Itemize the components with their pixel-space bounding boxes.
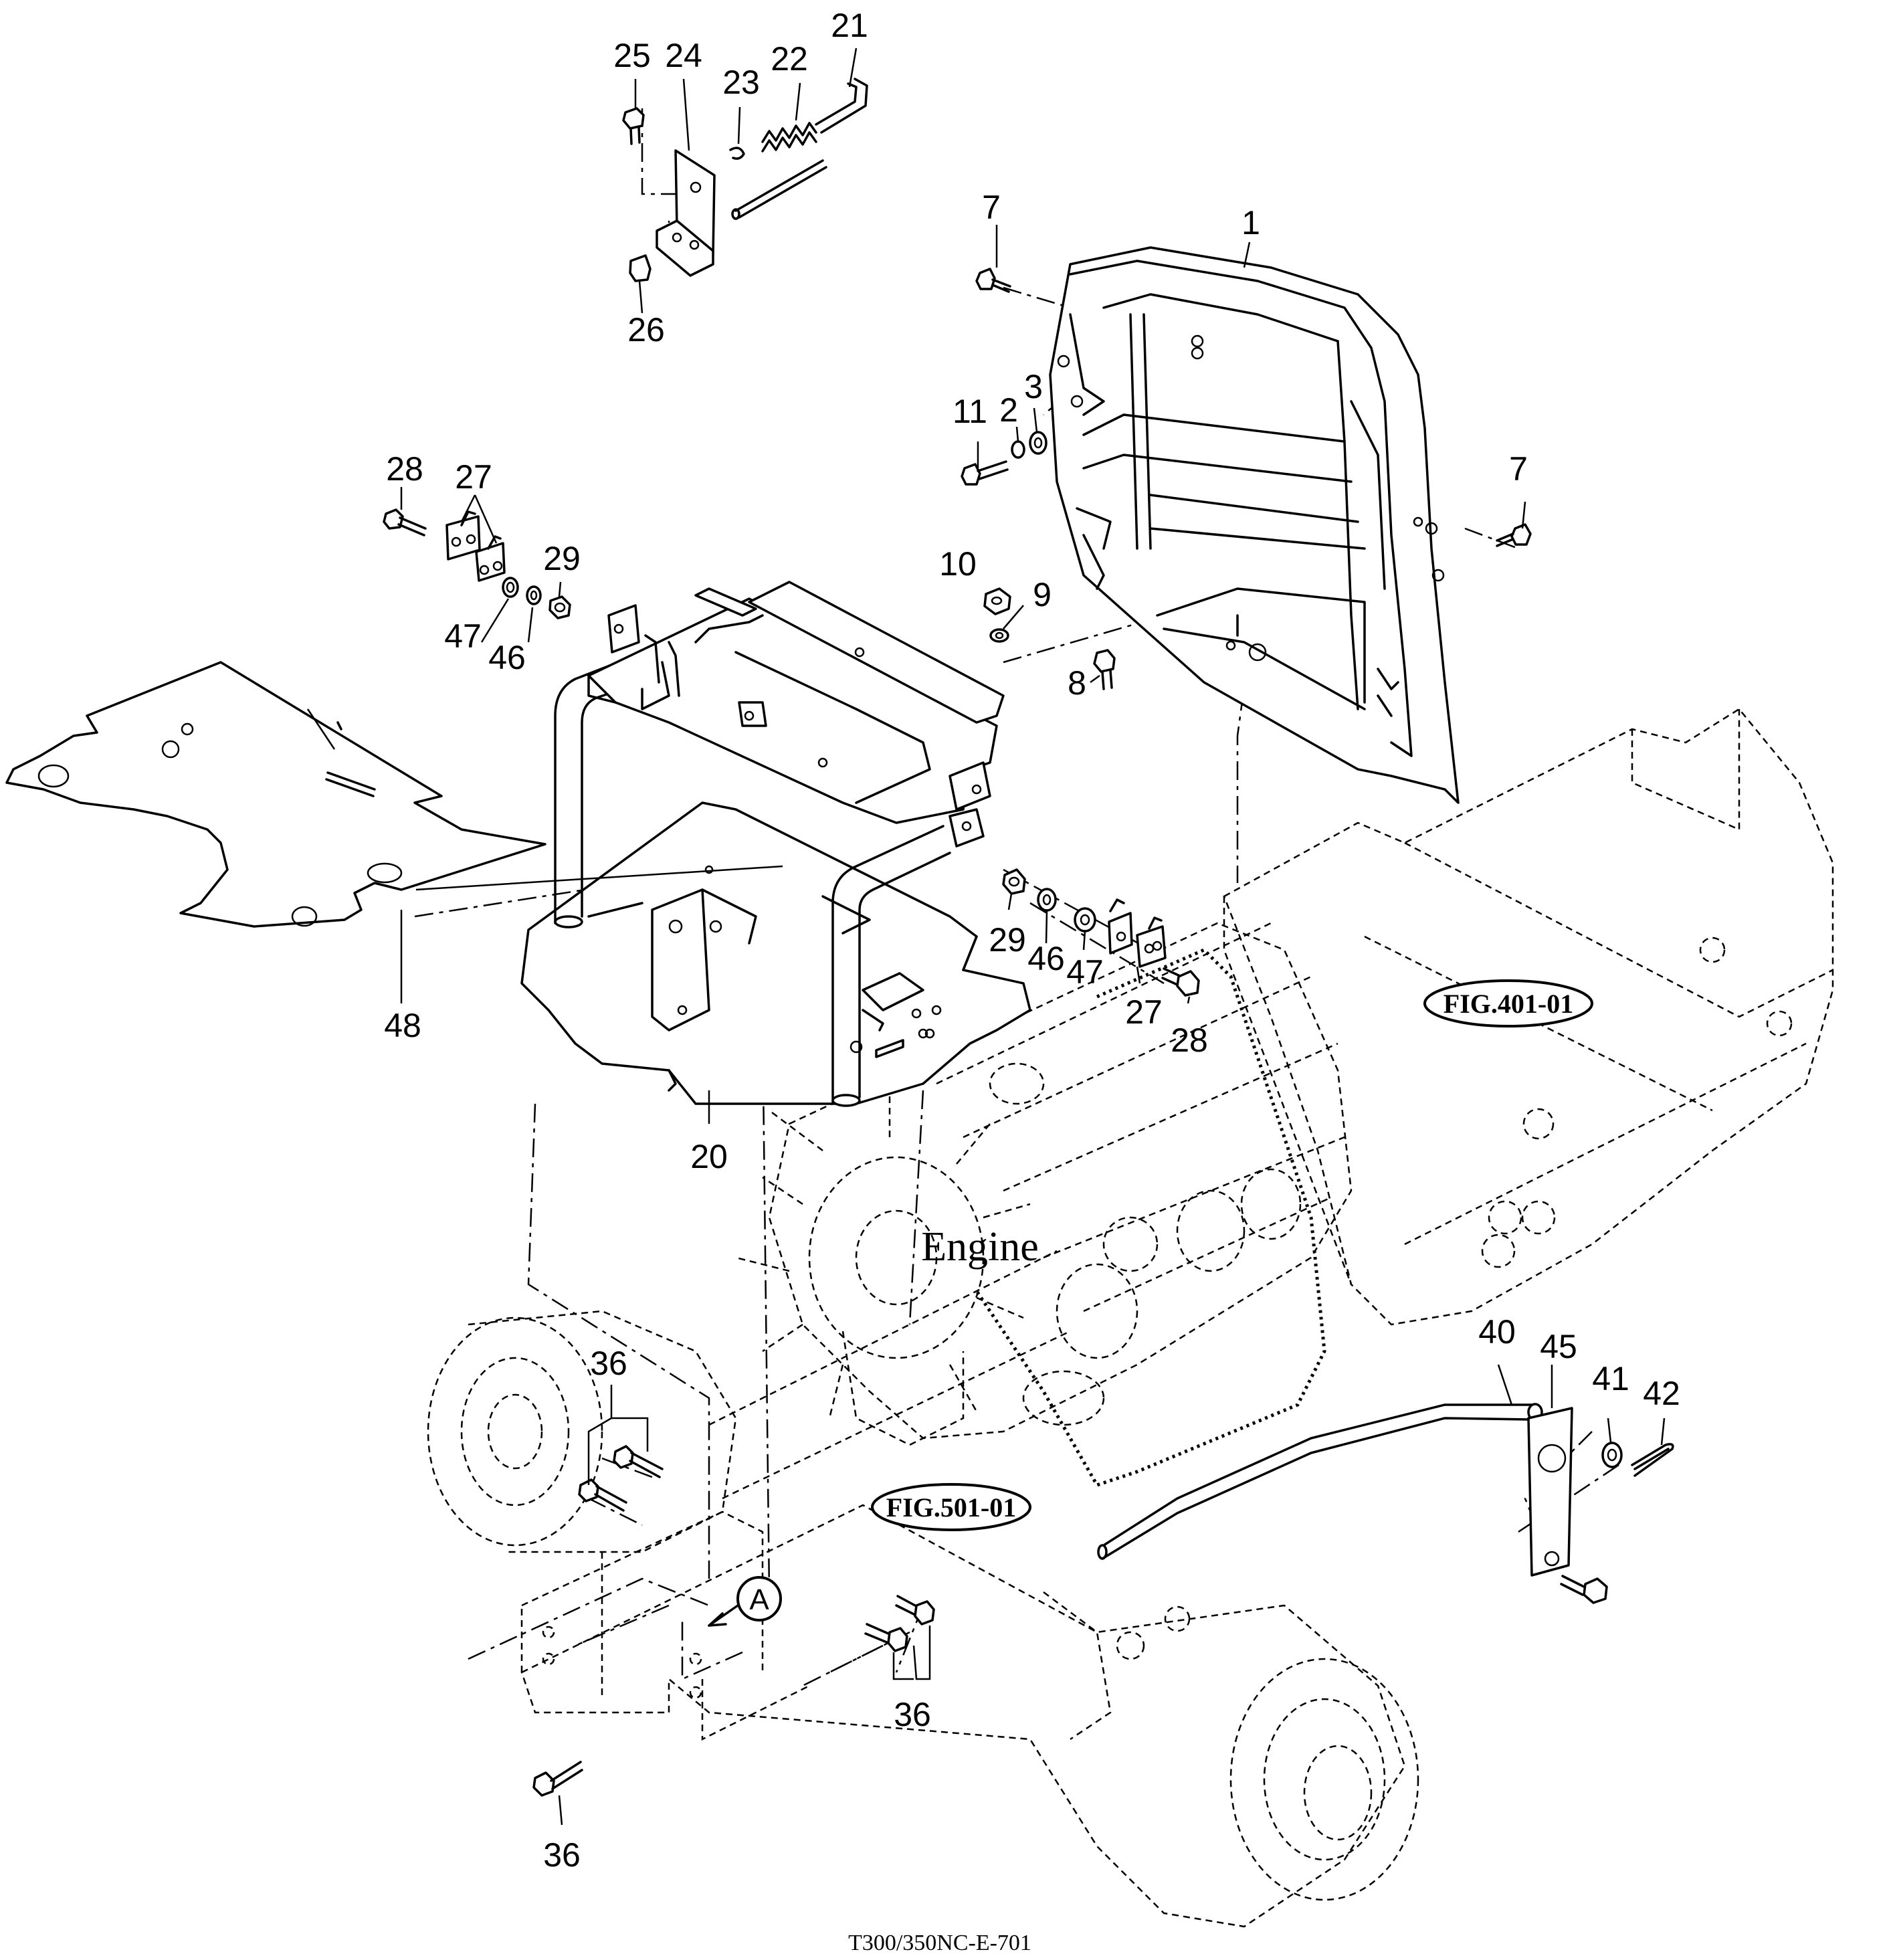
part-11-bolt — [961, 460, 1009, 486]
part-28-bolt-left — [383, 508, 427, 536]
part-36-bolt-left-upper — [613, 1445, 664, 1478]
callout-7-upper: 7 — [982, 189, 1001, 226]
part-28-bolt-right — [1161, 967, 1200, 997]
part-40-link-rod — [1097, 1403, 1543, 1560]
callout-10: 10 — [939, 545, 977, 583]
part-21-rod — [731, 78, 868, 220]
part-45-bolt — [1560, 1575, 1608, 1604]
part-1-panel-frame — [1049, 246, 1460, 804]
callout-42: 42 — [1643, 1375, 1680, 1412]
callout-25: 25 — [613, 37, 651, 74]
part-47-washer-right — [1074, 907, 1096, 933]
part-29-nut-right — [1002, 868, 1026, 895]
view-marker-a-label: A — [749, 1583, 769, 1616]
part-2-washer — [1011, 440, 1025, 459]
fig-ref-401[interactable]: FIG.401-01 — [1423, 979, 1593, 1027]
part-29-nut-left — [549, 595, 571, 619]
callout-40: 40 — [1478, 1313, 1516, 1351]
callout-36-middle: 36 — [894, 1696, 931, 1733]
fig-ref-501[interactable]: FIG.501-01 — [871, 1483, 1031, 1531]
part-7-bolt-right — [1496, 523, 1532, 547]
part-3-washer — [1029, 431, 1048, 455]
part-46-washer-right — [1037, 888, 1057, 912]
callout-47-right: 47 — [1066, 953, 1104, 991]
callout-46-right: 46 — [1027, 940, 1065, 977]
callout-41: 41 — [1592, 1360, 1629, 1397]
part-27-plates-right — [1108, 898, 1167, 968]
part-9-washer — [989, 628, 1009, 643]
part-36-bolt-left-lower — [578, 1478, 627, 1512]
callout-27-right: 27 — [1125, 993, 1163, 1031]
engine-label: Engine — [921, 1224, 1039, 1270]
callout-labels: 1 2 3 7 7 8 9 10 11 20 21 22 23 24 25 26… — [384, 7, 1680, 1874]
callout-20: 20 — [690, 1138, 728, 1175]
part-7-bolt-upper — [975, 268, 1011, 293]
callout-24: 24 — [665, 37, 702, 74]
callout-21: 21 — [831, 7, 868, 44]
part-26-bushing — [629, 254, 652, 282]
view-marker-a: A — [708, 1576, 782, 1627]
part-24-bracket — [656, 149, 716, 277]
engine-block-phantom — [768, 922, 1353, 1440]
callout-9: 9 — [1033, 576, 1052, 613]
callout-leaders — [400, 47, 1666, 1826]
callout-23: 23 — [722, 64, 760, 101]
fig-ref-501-label[interactable]: FIG.501-01 — [886, 1492, 1016, 1523]
callout-29-left: 29 — [543, 540, 581, 577]
part-27-plates-left — [445, 510, 506, 582]
left-wheel-hub-phantom — [427, 1250, 1071, 1553]
part-41-washer — [1601, 1442, 1623, 1468]
part-25-bolt — [622, 107, 645, 145]
callout-28-right: 28 — [1171, 1021, 1208, 1059]
callout-8: 8 — [1068, 664, 1086, 702]
part-20-top-frame — [587, 581, 1005, 848]
callout-3: 3 — [1024, 368, 1043, 405]
callout-26: 26 — [627, 311, 665, 349]
part-36-bolt-bottom — [532, 1761, 583, 1797]
fig401-region-dotted — [975, 948, 1326, 1488]
callout-46-left: 46 — [488, 639, 526, 676]
drawing-number: T300/350NC-E-701 — [848, 1931, 1031, 1955]
part-47-washer-left — [502, 577, 519, 598]
callout-47-left: 47 — [444, 617, 482, 655]
part-8-bolt — [1093, 649, 1116, 690]
callout-22: 22 — [771, 40, 808, 78]
part-23-clip — [729, 146, 745, 160]
callout-11: 11 — [953, 393, 987, 430]
part-36-bolt-middle-lower — [864, 1623, 908, 1652]
callout-28-left: 28 — [386, 450, 423, 488]
callout-36-left: 36 — [590, 1345, 627, 1382]
fig-ref-401-label[interactable]: FIG.401-01 — [1443, 989, 1573, 1019]
part-10-nut — [983, 587, 1011, 615]
part-46-washer-left — [526, 585, 542, 605]
part-48-floor-mat — [5, 661, 546, 928]
part-42-pin — [1631, 1443, 1674, 1477]
part-22-spring — [761, 122, 817, 153]
callout-7-right: 7 — [1509, 450, 1528, 488]
callout-27-left: 27 — [455, 458, 492, 496]
part-45-plate — [1527, 1407, 1573, 1577]
callout-29-right: 29 — [989, 921, 1026, 959]
transmission-housing-phantom — [1223, 708, 1834, 1326]
callout-1: 1 — [1241, 204, 1260, 241]
part-20-floor-plate — [520, 801, 1031, 1105]
front-axle-phantom — [520, 1504, 1419, 1928]
callout-2: 2 — [999, 391, 1018, 429]
callout-36-bottom: 36 — [543, 1836, 581, 1874]
callout-48: 48 — [384, 1007, 421, 1044]
part-36-bolt-middle-upper — [895, 1595, 935, 1626]
callout-45: 45 — [1540, 1328, 1577, 1365]
cooling-fan-phantom — [735, 1090, 1031, 1446]
